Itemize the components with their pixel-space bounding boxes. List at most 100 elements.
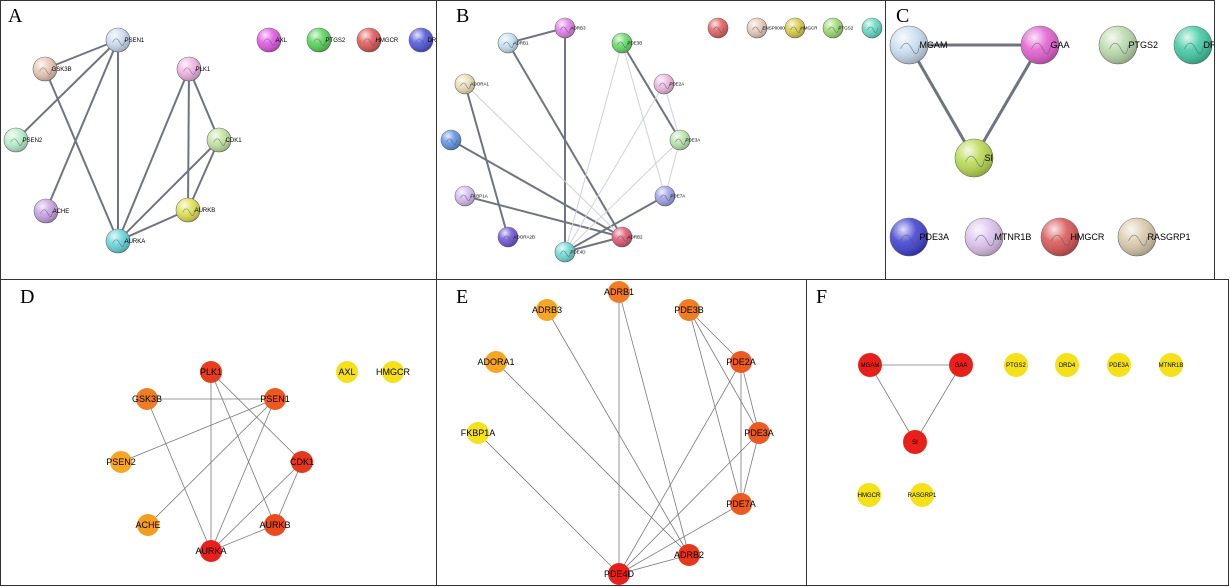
- structure-glyph: [1128, 234, 1148, 246]
- node-mgam: MGAM: [889, 25, 947, 65]
- node-circle: [1159, 353, 1183, 377]
- node-hmgcr: HMGCR: [376, 361, 410, 383]
- node-hmgcr: HMGCR: [784, 17, 818, 39]
- node-adora1: ADORA1: [477, 351, 515, 373]
- node-label: AXL: [338, 367, 355, 377]
- node-circle: [678, 299, 700, 321]
- node-label: PSEN2: [23, 138, 43, 144]
- node-ptgs2: PTGS2: [306, 27, 346, 53]
- node-label: PTGS2: [1006, 363, 1026, 369]
- node-label: ADRB2: [674, 550, 704, 560]
- node-label: PTGS2: [326, 38, 346, 44]
- edge-gsk3b-aurka: [146, 398, 212, 552]
- node-label: RASGRP1: [1147, 232, 1190, 242]
- edge-cdk1-aurkb: [187, 139, 220, 211]
- node-label: PLK1: [196, 67, 211, 73]
- structure-glyph: [503, 235, 514, 242]
- node-axl: AXL: [336, 361, 358, 383]
- node-label: FKBP1A: [471, 194, 488, 199]
- node-pde4d: PDE4D: [554, 241, 586, 263]
- node-aurkb: AURKB: [175, 197, 216, 223]
- edge-gsk3b-aurka: [44, 68, 119, 242]
- node-label: ADORA1: [477, 357, 514, 367]
- node-pde2a: PDE2A: [726, 351, 756, 373]
- panel-e-label: E: [456, 286, 468, 308]
- node-circle: [730, 493, 752, 515]
- node-circle: [264, 514, 286, 536]
- node-circle: [485, 351, 507, 373]
- node-hmgcr: HMGCR: [857, 483, 881, 507]
- node-label: PSEN1: [260, 394, 290, 404]
- node-adrb1: ADRB1: [604, 281, 634, 303]
- node-gaa: GAA: [949, 353, 973, 377]
- node-fkbp1a: FKBP1A: [454, 185, 488, 207]
- node-label: DR: [1203, 40, 1216, 50]
- edge-pde3b-pde4d: [564, 42, 623, 253]
- node-hmgcr: HMGCR: [356, 27, 399, 53]
- edge-psen1-aurka: [210, 398, 276, 552]
- node-label: HMGCR: [1070, 232, 1104, 242]
- node-drd4: DRD4: [1055, 353, 1079, 377]
- node-aurkb: AURKB: [259, 514, 291, 536]
- node-ptgs2: PTGS2: [822, 17, 854, 39]
- node-label: RASGRP1: [908, 493, 937, 499]
- edge-adrb3-adrb2: [546, 309, 690, 556]
- node-label: PDE7A: [726, 499, 756, 509]
- edge-plk1-aurkb: [210, 371, 276, 526]
- node-label: PDE3A: [1109, 363, 1129, 369]
- edge-mgam-si: [869, 364, 916, 443]
- node-si: SI: [903, 430, 927, 454]
- node-circle: [608, 563, 630, 585]
- structure-glyph: [900, 234, 920, 246]
- panel-b-label: B: [456, 5, 469, 27]
- node-gsk3b: GSK3B: [32, 56, 72, 82]
- node-psen1: PSEN1: [105, 27, 145, 53]
- node-label: PDE2A: [670, 82, 685, 87]
- node-label: PTGS2: [839, 26, 854, 31]
- edge-pde4d-adrb2: [618, 554, 690, 575]
- node-label: PDE3A: [744, 428, 774, 438]
- node-circle: [200, 540, 222, 562]
- node-label: ENSP00000386812: [763, 26, 803, 31]
- structure-glyph: [263, 38, 276, 46]
- node-label: SI: [912, 440, 918, 446]
- edge-pde3b-pde2a: [688, 309, 742, 363]
- panel-f-frame: [806, 279, 1229, 586]
- node-rasgrp1: RASGRP1: [908, 483, 937, 507]
- node-label: GAA: [955, 363, 968, 369]
- node-rasgrp1: RASGRP1: [1117, 217, 1190, 257]
- node-label: ADRB3: [532, 305, 562, 315]
- structure-glyph: [503, 41, 514, 48]
- node-circle: [110, 451, 132, 473]
- structure-glyph: [828, 26, 839, 33]
- structure-glyph: [112, 38, 125, 46]
- edge-adora1-adrb2: [464, 83, 623, 238]
- node-r5: [861, 17, 883, 39]
- node-circle: [264, 388, 286, 410]
- edge-adrb1-adrb2: [618, 291, 690, 556]
- node-mtnr1b: MTNR1B: [1159, 353, 1183, 377]
- panel-a-label: A: [8, 5, 23, 27]
- node-label: PDE4D: [604, 569, 635, 579]
- structure-glyph: [659, 82, 670, 89]
- node-psen2: PSEN2: [3, 127, 43, 153]
- node-label: ACHE: [53, 209, 70, 215]
- node-circle: [1055, 353, 1079, 377]
- node-label: PDE3B: [628, 41, 643, 46]
- node-blue: [440, 129, 462, 151]
- node-circle: [1004, 353, 1028, 377]
- structure-glyph: [790, 26, 801, 33]
- edge-psen1-gsk3b: [44, 39, 119, 70]
- node-label: AURKB: [195, 208, 216, 214]
- node-label: PDE3A: [686, 138, 701, 143]
- edge-psen1-psen2: [15, 39, 119, 141]
- edge-adora1-adrb2: [495, 361, 690, 556]
- edge-plk1-aurkb: [187, 68, 190, 211]
- structure-glyph: [10, 138, 23, 146]
- node-drd4: DR: [1173, 25, 1216, 65]
- edge-pde3a-pde4d: [564, 139, 681, 253]
- node-label: PLK1: [200, 367, 222, 377]
